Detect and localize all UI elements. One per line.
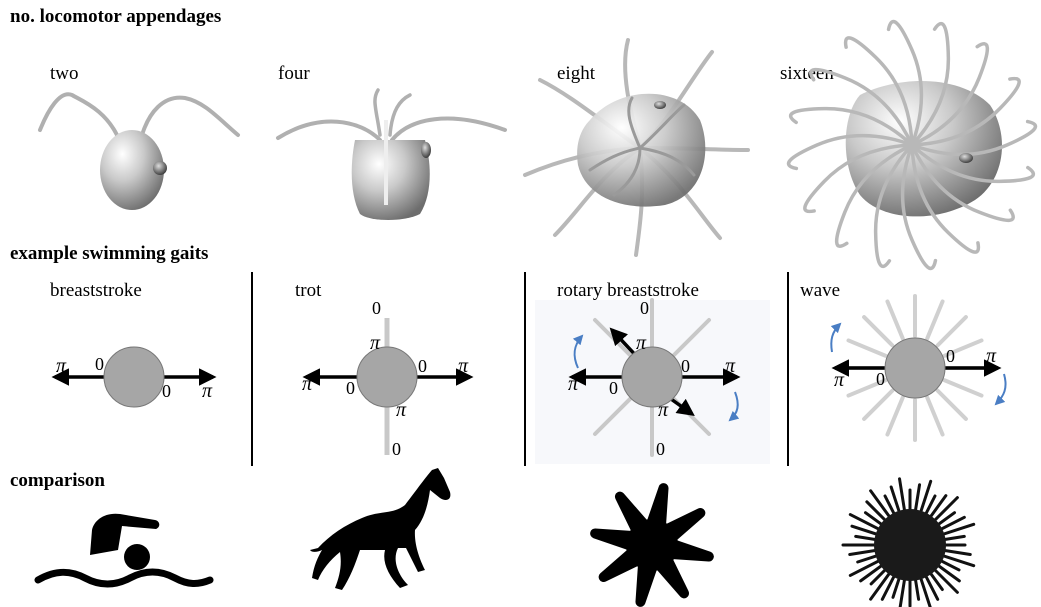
phase-label: π — [986, 345, 997, 367]
organism-four-appendages — [278, 90, 505, 220]
organism-sixteen-appendages — [789, 22, 1036, 269]
phase-label: 0 — [876, 369, 885, 389]
phase-label: 0 — [346, 378, 355, 398]
octopus-silhouette-icon — [595, 488, 709, 602]
phase-label: π — [725, 355, 736, 377]
gait-diagram-breaststroke: π 0 0 π — [55, 347, 213, 407]
organism-two-appendages — [40, 94, 238, 210]
phase-label: 0 — [640, 298, 649, 318]
phase-label: π — [636, 332, 647, 354]
appendage-spoke — [927, 301, 942, 338]
phase-label: π — [396, 399, 407, 421]
phase-label: 0 — [681, 356, 690, 376]
phase-label: 0 — [418, 356, 427, 376]
phase-label: 0 — [162, 381, 171, 401]
appendage-spoke — [938, 391, 966, 419]
organism-eight-appendages — [525, 40, 748, 255]
phase-label: 0 — [656, 439, 665, 459]
phase-label: π — [56, 355, 67, 377]
phase-label: π — [370, 332, 381, 354]
phase-label: 0 — [392, 439, 401, 459]
appendage-spoke — [945, 380, 982, 395]
phase-label: π — [568, 373, 579, 395]
phase-label: 0 — [372, 298, 381, 318]
appendage-spoke — [864, 317, 892, 345]
appendage-spoke — [848, 340, 885, 355]
horse-icon — [310, 468, 450, 590]
gait-diagram-trot: 0 π π 0 0 π π 0 — [302, 298, 470, 459]
gait-diagram-rotary-breaststroke: 0 π π 0 0 π π 0 — [535, 298, 770, 464]
phase-label: 0 — [946, 346, 955, 366]
phase-label: π — [202, 380, 213, 402]
phase-label: π — [658, 399, 669, 421]
phase-label: π — [458, 355, 469, 377]
phase-label: π — [302, 373, 313, 395]
phase-label: 0 — [609, 378, 618, 398]
swimmer-icon — [38, 514, 210, 584]
sea-urchin-silhouette-icon — [843, 479, 974, 607]
appendage-spoke — [887, 398, 902, 435]
appendage-spoke — [927, 398, 942, 435]
appendage-spoke — [938, 317, 966, 345]
phase-label: π — [834, 369, 845, 391]
appendage-spoke — [887, 301, 902, 338]
appendage-spoke — [864, 391, 892, 419]
phase-label: 0 — [95, 354, 104, 374]
gait-diagram-wave: π 0 0 π — [831, 296, 1005, 440]
